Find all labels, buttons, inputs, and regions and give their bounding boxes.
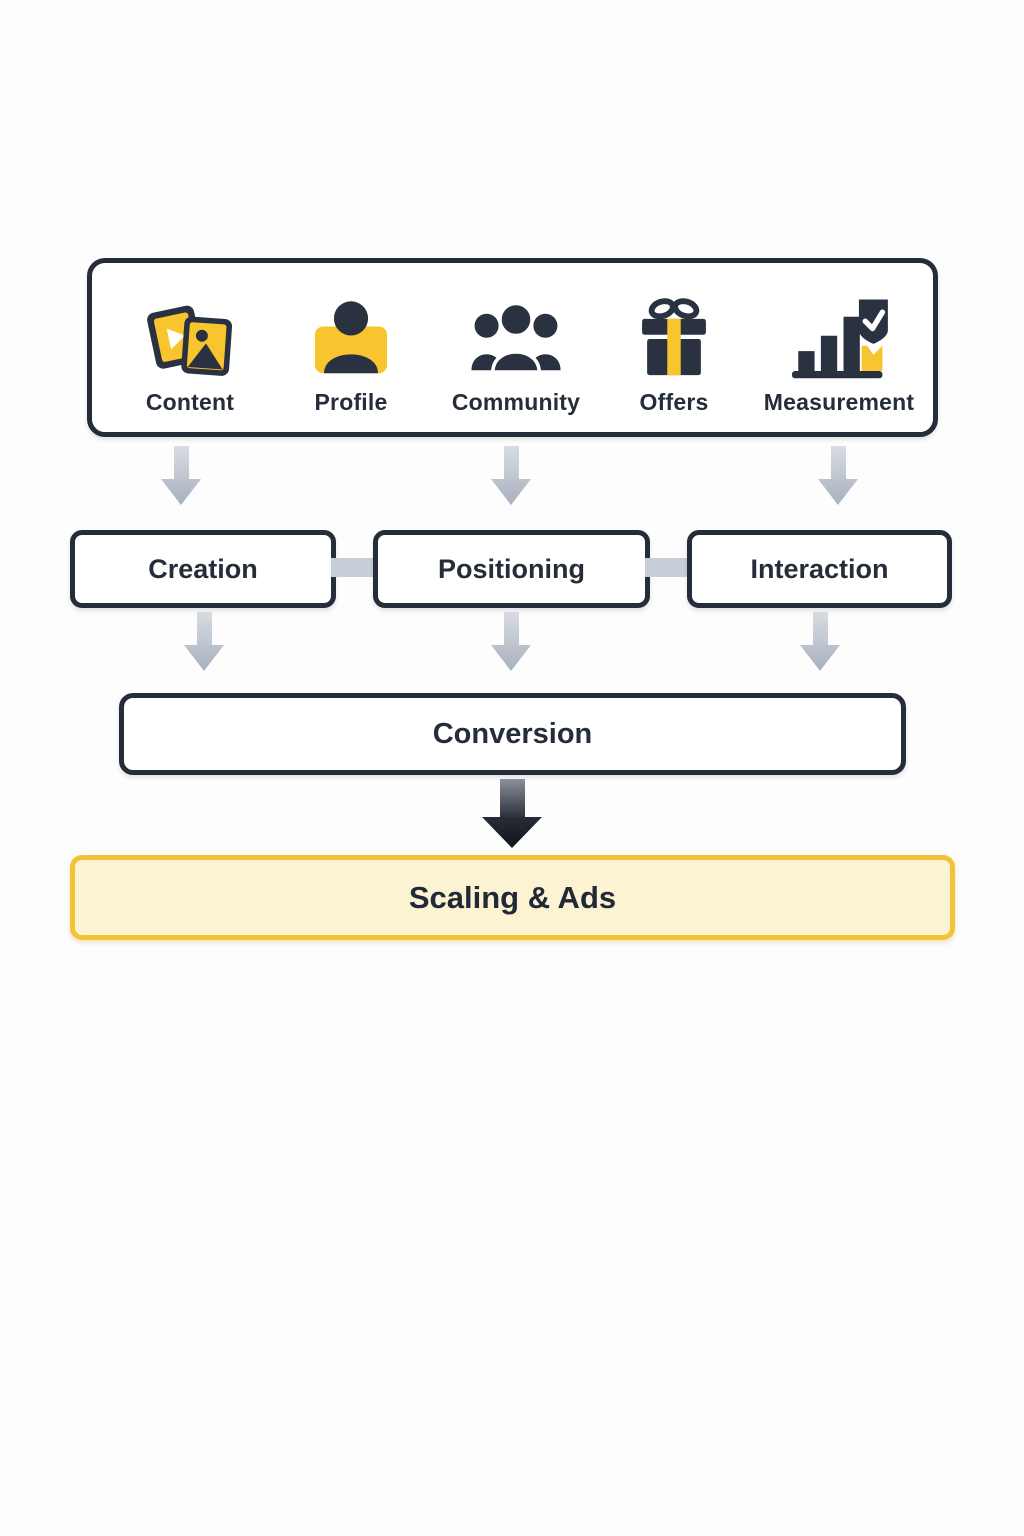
input-column-content: Content — [100, 285, 280, 416]
input-column-measurement: Measurement — [749, 285, 929, 416]
conversion-label: Conversion — [432, 717, 593, 750]
input-label: Content — [145, 389, 235, 415]
offers-icon — [631, 285, 717, 381]
input-column-offers: Offers — [584, 285, 764, 416]
down-arrow — [491, 446, 531, 505]
input-label: Offers — [639, 389, 709, 415]
profile-icon — [306, 285, 396, 381]
stage-label: Positioning — [438, 553, 585, 584]
measurement-icon — [789, 285, 889, 381]
down-arrow — [184, 612, 224, 671]
stage-box-interaction: Interaction — [687, 530, 952, 608]
community-icon — [467, 285, 565, 381]
input-label: Community — [451, 389, 581, 415]
stage-label: Creation — [148, 553, 258, 584]
down-arrow — [491, 612, 531, 671]
input-label: Profile — [314, 389, 388, 415]
content-icon — [144, 285, 236, 381]
connector — [331, 558, 373, 577]
down-arrow-dark — [482, 779, 542, 848]
input-column-profile: Profile — [261, 285, 441, 416]
down-arrow — [161, 446, 201, 505]
down-arrow — [818, 446, 858, 505]
stage-box-positioning: Positioning — [373, 530, 650, 608]
input-column-community: Community — [426, 285, 606, 416]
final-label: Scaling & Ads — [408, 879, 617, 915]
connector — [645, 558, 687, 577]
conversion-box: Conversion — [119, 693, 906, 775]
final-box: Scaling & Ads — [70, 855, 955, 940]
stage-box-creation: Creation — [70, 530, 336, 608]
input-label: Measurement — [763, 389, 915, 415]
down-arrow — [800, 612, 840, 671]
inputs-box: Content Profile — [87, 258, 938, 437]
stage-label: Interaction — [750, 553, 889, 584]
